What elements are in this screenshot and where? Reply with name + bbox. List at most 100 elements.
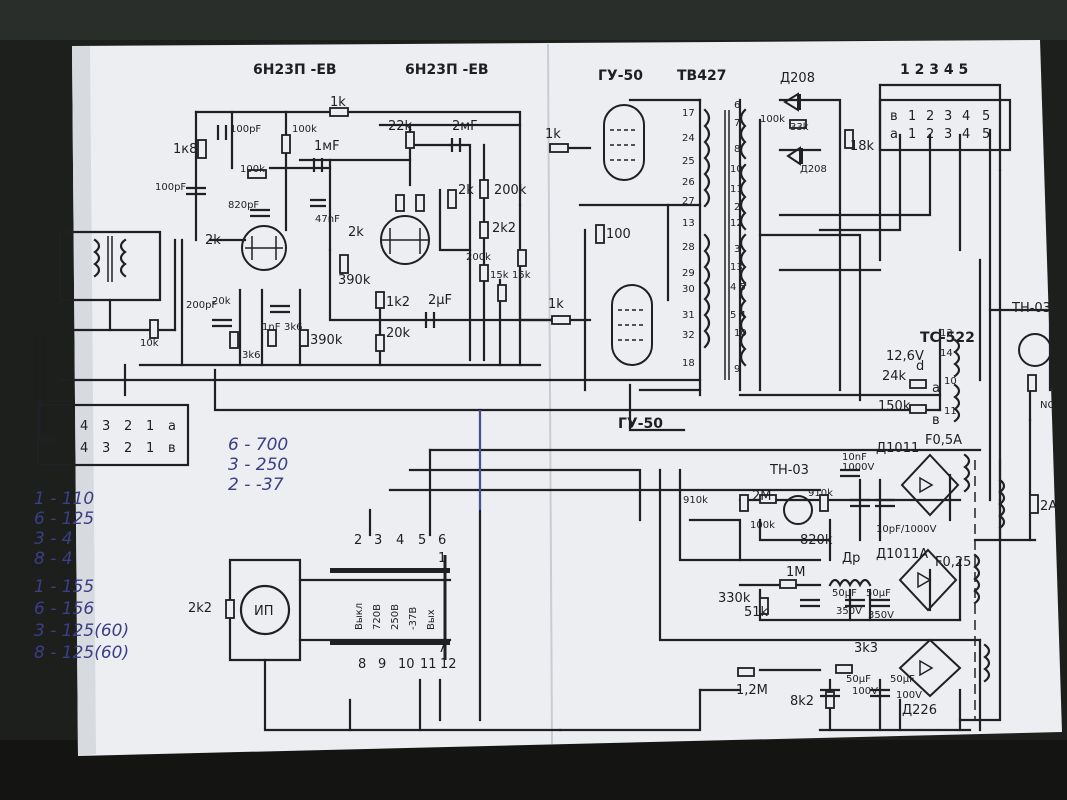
tv427-pins-left: 17 24 25 26 27 13 28 29 30 31 32 18 <box>682 108 695 369</box>
label-c47nf: 47nF <box>315 214 340 225</box>
connector-pin: 5 <box>982 109 990 124</box>
connector-pin: 2 <box>926 127 934 142</box>
label-r3k3: 3k3 <box>854 641 878 656</box>
resistors <box>149 107 1039 709</box>
connector-pin: 1 <box>908 109 916 124</box>
switch-pin: 8 <box>358 657 366 672</box>
label-c1nf: 1nF <box>262 322 281 333</box>
connector-pin: 3 <box>102 419 110 434</box>
connector-pin: 6 <box>58 419 66 434</box>
switch-positions: Выкл 720В 250В -37В Вых <box>354 603 437 630</box>
label-r2k-a: 2k <box>205 233 221 248</box>
connector-pin: 3 <box>944 127 952 142</box>
switch-pins-bottom: 8 9 10 11 12 7 <box>358 641 457 672</box>
label-r1m: 1M <box>786 565 806 580</box>
ts522-pin: 14 <box>940 348 953 359</box>
switch-rail-top <box>330 568 450 573</box>
label-c100pf-b: 100pF <box>155 182 186 193</box>
note-line: 6 - 125 <box>34 509 94 529</box>
label-c820pf: 820pF <box>228 200 259 211</box>
switch-pins-top: 2 3 4 5 6 1 <box>354 533 446 566</box>
label-r1k2: 1k2 <box>386 295 410 310</box>
label-r200k-b: 200k <box>466 252 491 263</box>
switch-pin: 5 <box>418 533 426 548</box>
label-r15k-a: 15k <box>490 270 509 281</box>
switch-rail-bottom <box>330 640 450 645</box>
label-r100k-b: 100k <box>240 164 265 175</box>
bridge-d1011 <box>900 453 960 517</box>
switch-pin: 9 <box>378 657 386 672</box>
label-r1k-top: 1k <box>330 95 346 110</box>
tv427-pin-l: 17 <box>682 108 695 119</box>
tv427-pin-r: 13 <box>730 262 743 273</box>
tv427-pin-l: 26 <box>682 177 695 188</box>
label-r20k: 20k <box>386 326 411 341</box>
label-r2a: 2A <box>1040 499 1057 514</box>
label-dr: Др <box>842 551 860 566</box>
component-labels: 1k 22k 2мF 1мF 100pF 100k 100k 100pF 1к8… <box>140 95 1057 718</box>
ts522-pin: 10 <box>944 376 957 387</box>
note-line: 2 - -37 <box>228 475 284 495</box>
label-c100v-d: 100V <box>896 690 922 701</box>
label-tn03-psu: ТН-03 <box>769 463 809 478</box>
label-r910k-a: 910k <box>683 495 708 506</box>
connector-pin: 4 <box>80 419 88 434</box>
label-r2m: 2M <box>752 489 772 504</box>
input-transformer <box>93 236 127 282</box>
label-r910k-b: 910k <box>808 488 833 499</box>
label-r18k: 18k <box>850 139 875 154</box>
connector-pin: 4 <box>962 127 970 142</box>
ts522-pin-label: a <box>932 381 940 396</box>
tube2-symbol <box>380 215 430 265</box>
connector-pin: 2 <box>124 441 132 456</box>
tv427-pin-r: 5 4 <box>730 310 746 321</box>
label-r100k-a: 100k <box>292 124 317 135</box>
connector-pin: в <box>168 441 176 456</box>
label-r820k: 820k <box>800 533 833 548</box>
label-r24k: 24k <box>882 369 907 384</box>
label-r2k2: 2k2 <box>492 221 516 236</box>
label-r2k-b: 2k <box>348 225 364 240</box>
label-c350v-a: 350V <box>836 606 862 617</box>
label-tn03-right: ТН-03 <box>1011 301 1051 316</box>
tv427-pin-r: 9 <box>734 364 740 375</box>
label-r100k-c: 100k <box>760 114 785 125</box>
label-r390k-b: 390k <box>310 333 343 348</box>
label-r200k: 200k <box>494 183 527 198</box>
connector-pin: a <box>890 127 898 142</box>
label-c350v-b: 350V <box>868 610 894 621</box>
label-d1011: Д1011 <box>876 441 919 456</box>
tube2-title: 6Н23П -ЕВ <box>405 62 489 78</box>
paper-sheet <box>72 40 1062 756</box>
label-d226: Д226 <box>902 703 937 718</box>
ts522-pin: 13 <box>940 328 953 339</box>
switch-pin: 4 <box>396 533 404 548</box>
switch-pin: 10 <box>398 657 415 672</box>
tv427-pin-l: 13 <box>682 218 695 229</box>
switch-position: Вых <box>426 609 437 630</box>
note-line: 8 - 125(60) <box>34 643 129 663</box>
connector-pin: 1 <box>908 127 916 142</box>
label-r22k: 22k <box>388 119 413 134</box>
header-digits: 1 2 3 4 5 <box>900 62 968 78</box>
left-connector-pins: 6 4 3 2 1 a 5 4 3 2 1 в <box>58 419 176 456</box>
label-r2k-c: 2k <box>458 183 474 198</box>
label-r2k2-ip: 2k2 <box>188 601 212 616</box>
capacitors <box>186 125 895 698</box>
tv427-coils <box>703 108 747 380</box>
note-line: 6 - 700 <box>228 435 288 455</box>
label-c10pf: 10pF/1000V <box>876 524 937 535</box>
label-r15k-b: 15k <box>512 270 531 281</box>
note-line: 1 - 155 <box>34 577 94 597</box>
table-texture-top <box>0 0 1067 40</box>
switch-pin: 2 <box>354 533 362 548</box>
tv427-pin-r: 10 <box>730 164 743 175</box>
label-r33k: 33k <box>790 122 809 133</box>
connector-pin: 3 <box>944 109 952 124</box>
switch-pin: 11 <box>420 657 437 672</box>
label-nc: NC <box>1040 400 1054 411</box>
ts522-coils <box>953 338 1006 683</box>
connector-pin: 1 <box>146 419 154 434</box>
tv427-title: ТВ427 <box>677 68 726 84</box>
connector-pin: 3 <box>102 441 110 456</box>
